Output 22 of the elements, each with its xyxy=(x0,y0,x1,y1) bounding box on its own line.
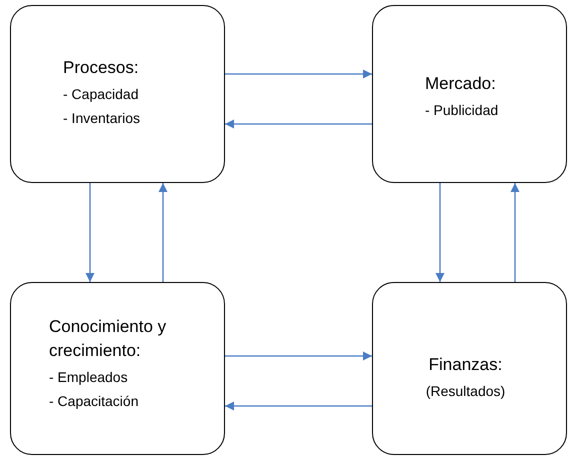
arrow xyxy=(85,183,95,282)
rounded-box xyxy=(10,282,225,455)
arrow xyxy=(225,69,372,79)
box-heading: Conocimiento y crecimiento: xyxy=(49,316,168,362)
list-item: - Empleados xyxy=(49,368,128,387)
box-heading: Procesos: xyxy=(63,57,139,79)
arrow xyxy=(510,183,520,282)
list-item: - Capacitación xyxy=(49,392,138,411)
list-item: - Publicidad xyxy=(425,101,498,120)
arrow xyxy=(225,401,372,411)
list-item: - Capacidad xyxy=(63,85,138,104)
arrow xyxy=(158,183,168,282)
rounded-box xyxy=(10,5,225,183)
arrow xyxy=(435,183,445,282)
rounded-box xyxy=(372,282,567,455)
arrow xyxy=(225,119,372,129)
box-heading: Mercado: xyxy=(425,73,496,95)
box-heading: Finanzas: xyxy=(428,354,502,376)
list-item: - Inventarios xyxy=(63,109,140,128)
arrow xyxy=(225,351,372,361)
list-item: (Resultados) xyxy=(426,382,506,401)
rounded-box xyxy=(372,5,567,183)
